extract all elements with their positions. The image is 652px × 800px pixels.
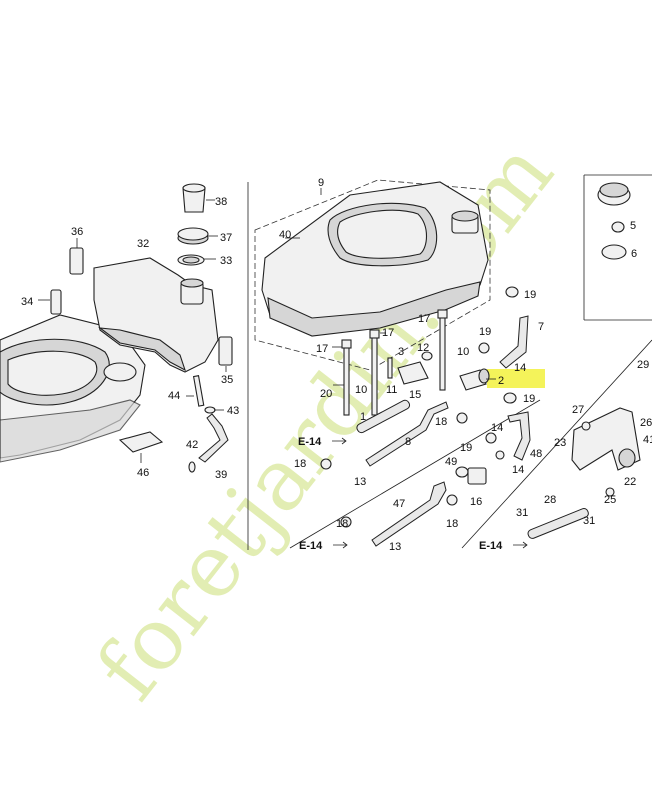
part-number-label: 14: [491, 422, 503, 434]
reference-label: E-14: [479, 540, 503, 552]
part-number-label: 23: [554, 437, 566, 449]
part-number-label: 14: [512, 464, 524, 476]
part-number-label: 19: [460, 442, 472, 454]
part-number-label: 12: [417, 342, 429, 354]
part-number-label: 15: [409, 389, 421, 401]
part-number-label: 27: [572, 404, 584, 416]
part-number-label: 6: [631, 248, 637, 260]
part-number-label: 9: [318, 177, 324, 189]
part-number-label: 25: [604, 494, 616, 506]
fuel-cap-parts: [177, 183, 218, 266]
part-number-label: 28: [544, 494, 556, 506]
part-number-label: 11: [386, 384, 397, 396]
part-number-label: 37: [220, 232, 232, 244]
part-number-label: 43: [227, 405, 239, 417]
part-number-label: 10: [355, 384, 367, 396]
reference-label: E-14: [298, 436, 322, 448]
part-number-label: 34: [21, 296, 33, 308]
control-bracket: [571, 407, 641, 497]
part-number-label: 19: [524, 289, 536, 301]
part-number-label: 17: [382, 327, 394, 339]
part-number-label: 26: [640, 417, 652, 429]
part-number-label: 1: [360, 411, 366, 423]
part-number-label: 10: [457, 346, 469, 358]
part-number-label: 13: [354, 476, 366, 488]
part-number-label: 35: [221, 374, 233, 386]
part-number-label: 18: [446, 518, 458, 530]
part-number-label: 17: [418, 313, 430, 325]
part-number-label: 40: [279, 229, 291, 241]
part-number-label: 3: [398, 346, 404, 358]
part-number-label: 31: [516, 507, 528, 519]
part-2-highlight: [487, 369, 545, 388]
part-number-label: 8: [405, 436, 411, 448]
part-number-label: 20: [320, 388, 332, 400]
part-number-label: 31: [583, 515, 595, 527]
air-cleaner-group: [254, 179, 491, 371]
part-number-label: 18: [435, 416, 447, 428]
mounting-studs: [332, 309, 448, 416]
part-number-label: 41: [643, 434, 652, 446]
part-number-label: 7: [538, 321, 544, 333]
reference-label: E-14: [299, 540, 323, 552]
part-number-label: 14: [514, 362, 526, 374]
part-number-label: 38: [215, 196, 227, 208]
inset-cap-parts: [597, 182, 631, 260]
part-number-label: 47: [393, 498, 405, 510]
section-borders: [247, 174, 652, 550]
part-number-label: 22: [624, 476, 636, 488]
part-number-label: 44: [168, 390, 180, 402]
part-number-label: 32: [137, 238, 149, 250]
clamps: [320, 286, 519, 528]
part-number-label: 5: [630, 220, 636, 232]
part-number-label: 46: [137, 467, 149, 479]
hoses: [356, 315, 589, 547]
fuel-tank: [93, 257, 219, 373]
part-number-label: 2: [498, 375, 504, 387]
part-number-label: 19: [479, 326, 491, 338]
reference-arrow: [333, 541, 348, 549]
part-number-label: 49: [445, 456, 457, 468]
part-number-label: 33: [220, 255, 232, 267]
reference-arrow: [513, 541, 528, 549]
part-number-label: 42: [186, 439, 198, 451]
part-number-label: 16: [470, 496, 482, 508]
blower-housing: [0, 314, 146, 463]
part-number-label: 39: [215, 469, 227, 481]
part-number-label: 18: [336, 518, 348, 530]
part-number-label: 17: [316, 343, 328, 355]
part-number-label: 13: [389, 541, 401, 553]
part-number-label: 48: [530, 448, 542, 460]
reference-arrow: [332, 437, 347, 445]
valve-parts: [397, 351, 496, 391]
side-gaskets: [38, 238, 233, 372]
part-number-label: 19: [523, 393, 535, 405]
part-number-label: 18: [294, 458, 306, 470]
part-number-label: 29: [637, 359, 649, 371]
lower-left-parts: [118, 375, 229, 473]
part-number-label: 36: [71, 226, 83, 238]
